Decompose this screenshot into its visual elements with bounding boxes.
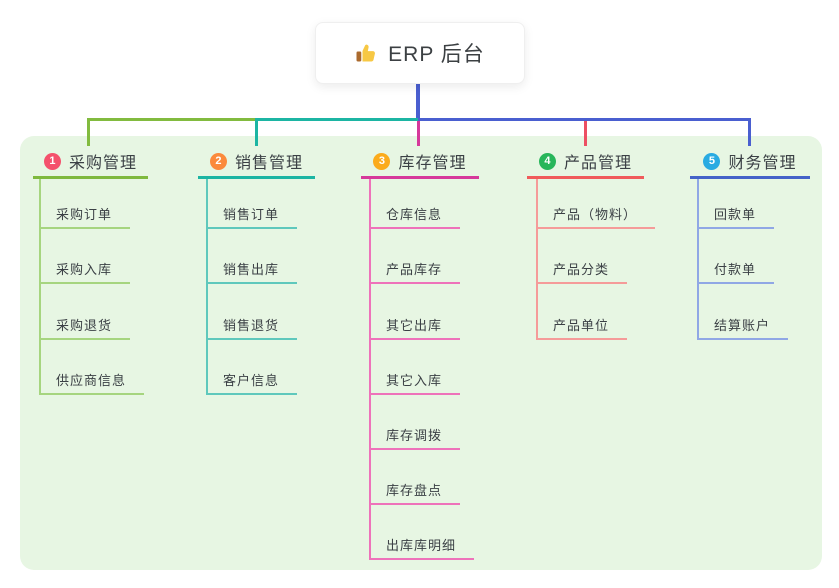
connector-root-stem xyxy=(416,82,420,121)
child-node[interactable]: 结算账户 xyxy=(697,314,789,340)
connector-drop-branch-5 xyxy=(748,118,751,146)
branch-header-1[interactable]: 1 采购管理 xyxy=(33,150,148,172)
branch-badge-5: 5 xyxy=(703,152,721,170)
child-node[interactable]: 产品分类 xyxy=(536,258,628,284)
child-node[interactable]: 库存调拨 xyxy=(369,424,461,450)
branch-underline-3 xyxy=(361,176,479,179)
child-node[interactable]: 其它出库 xyxy=(369,314,461,340)
branch-children-connector-5 xyxy=(697,179,699,340)
child-node[interactable]: 出库库明细 xyxy=(369,534,475,560)
root-node-label: ERP 后台 xyxy=(388,43,485,66)
connector-drop-branch-4 xyxy=(584,121,587,146)
child-node[interactable]: 付款单 xyxy=(697,258,775,284)
connector-top-right-segment xyxy=(418,118,751,121)
child-node[interactable]: 客户信息 xyxy=(206,369,298,395)
connector-top-middle-segment xyxy=(255,118,418,121)
connector-drop-branch-2 xyxy=(255,118,258,146)
branch-badge-1: 1 xyxy=(43,152,61,170)
connector-drop-branch-3 xyxy=(417,121,420,146)
root-node[interactable]: ERP 后台 xyxy=(315,22,525,84)
child-node[interactable]: 销售退货 xyxy=(206,314,298,340)
child-node[interactable]: 采购入库 xyxy=(39,258,131,284)
branch-label-2: 销售管理 xyxy=(234,155,303,172)
child-node[interactable]: 产品（物料） xyxy=(536,203,656,229)
branch-children-connector-1 xyxy=(39,179,41,395)
connector-top-left-segment xyxy=(87,118,255,121)
branch-label-5: 财务管理 xyxy=(728,155,797,172)
branch-label-4: 产品管理 xyxy=(563,155,632,172)
branch-badge-3: 3 xyxy=(373,152,391,170)
branch-header-2[interactable]: 2 销售管理 xyxy=(198,150,315,172)
child-node[interactable]: 仓库信息 xyxy=(369,203,461,229)
child-node[interactable]: 产品单位 xyxy=(536,314,628,340)
branch-label-1: 采购管理 xyxy=(68,155,137,172)
child-node[interactable]: 产品库存 xyxy=(369,258,461,284)
branch-badge-2: 2 xyxy=(209,152,227,170)
connector-drop-branch-1 xyxy=(87,118,90,146)
branch-header-3[interactable]: 3 库存管理 xyxy=(361,150,479,172)
child-node[interactable]: 库存盘点 xyxy=(369,479,461,505)
branches-panel xyxy=(20,136,822,570)
branch-badge-4: 4 xyxy=(538,152,556,170)
branch-children-connector-4 xyxy=(536,179,538,340)
child-node[interactable]: 回款单 xyxy=(697,203,775,229)
branch-children-connector-3 xyxy=(369,179,371,560)
branch-label-3: 库存管理 xyxy=(398,155,467,172)
branch-underline-2 xyxy=(198,176,315,179)
branch-children-connector-2 xyxy=(206,179,208,395)
child-node[interactable]: 销售出库 xyxy=(206,258,298,284)
branch-underline-1 xyxy=(33,176,148,179)
child-node[interactable]: 销售订单 xyxy=(206,203,298,229)
branch-header-4[interactable]: 4 产品管理 xyxy=(527,150,644,172)
branch-underline-4 xyxy=(527,176,644,179)
child-node[interactable]: 供应商信息 xyxy=(39,369,145,395)
child-node[interactable]: 其它入库 xyxy=(369,369,461,395)
thumbs-up-icon xyxy=(355,41,379,65)
child-node[interactable]: 采购订单 xyxy=(39,203,131,229)
branch-underline-5 xyxy=(690,176,810,179)
child-node[interactable]: 采购退货 xyxy=(39,314,131,340)
branch-header-5[interactable]: 5 财务管理 xyxy=(690,150,810,172)
